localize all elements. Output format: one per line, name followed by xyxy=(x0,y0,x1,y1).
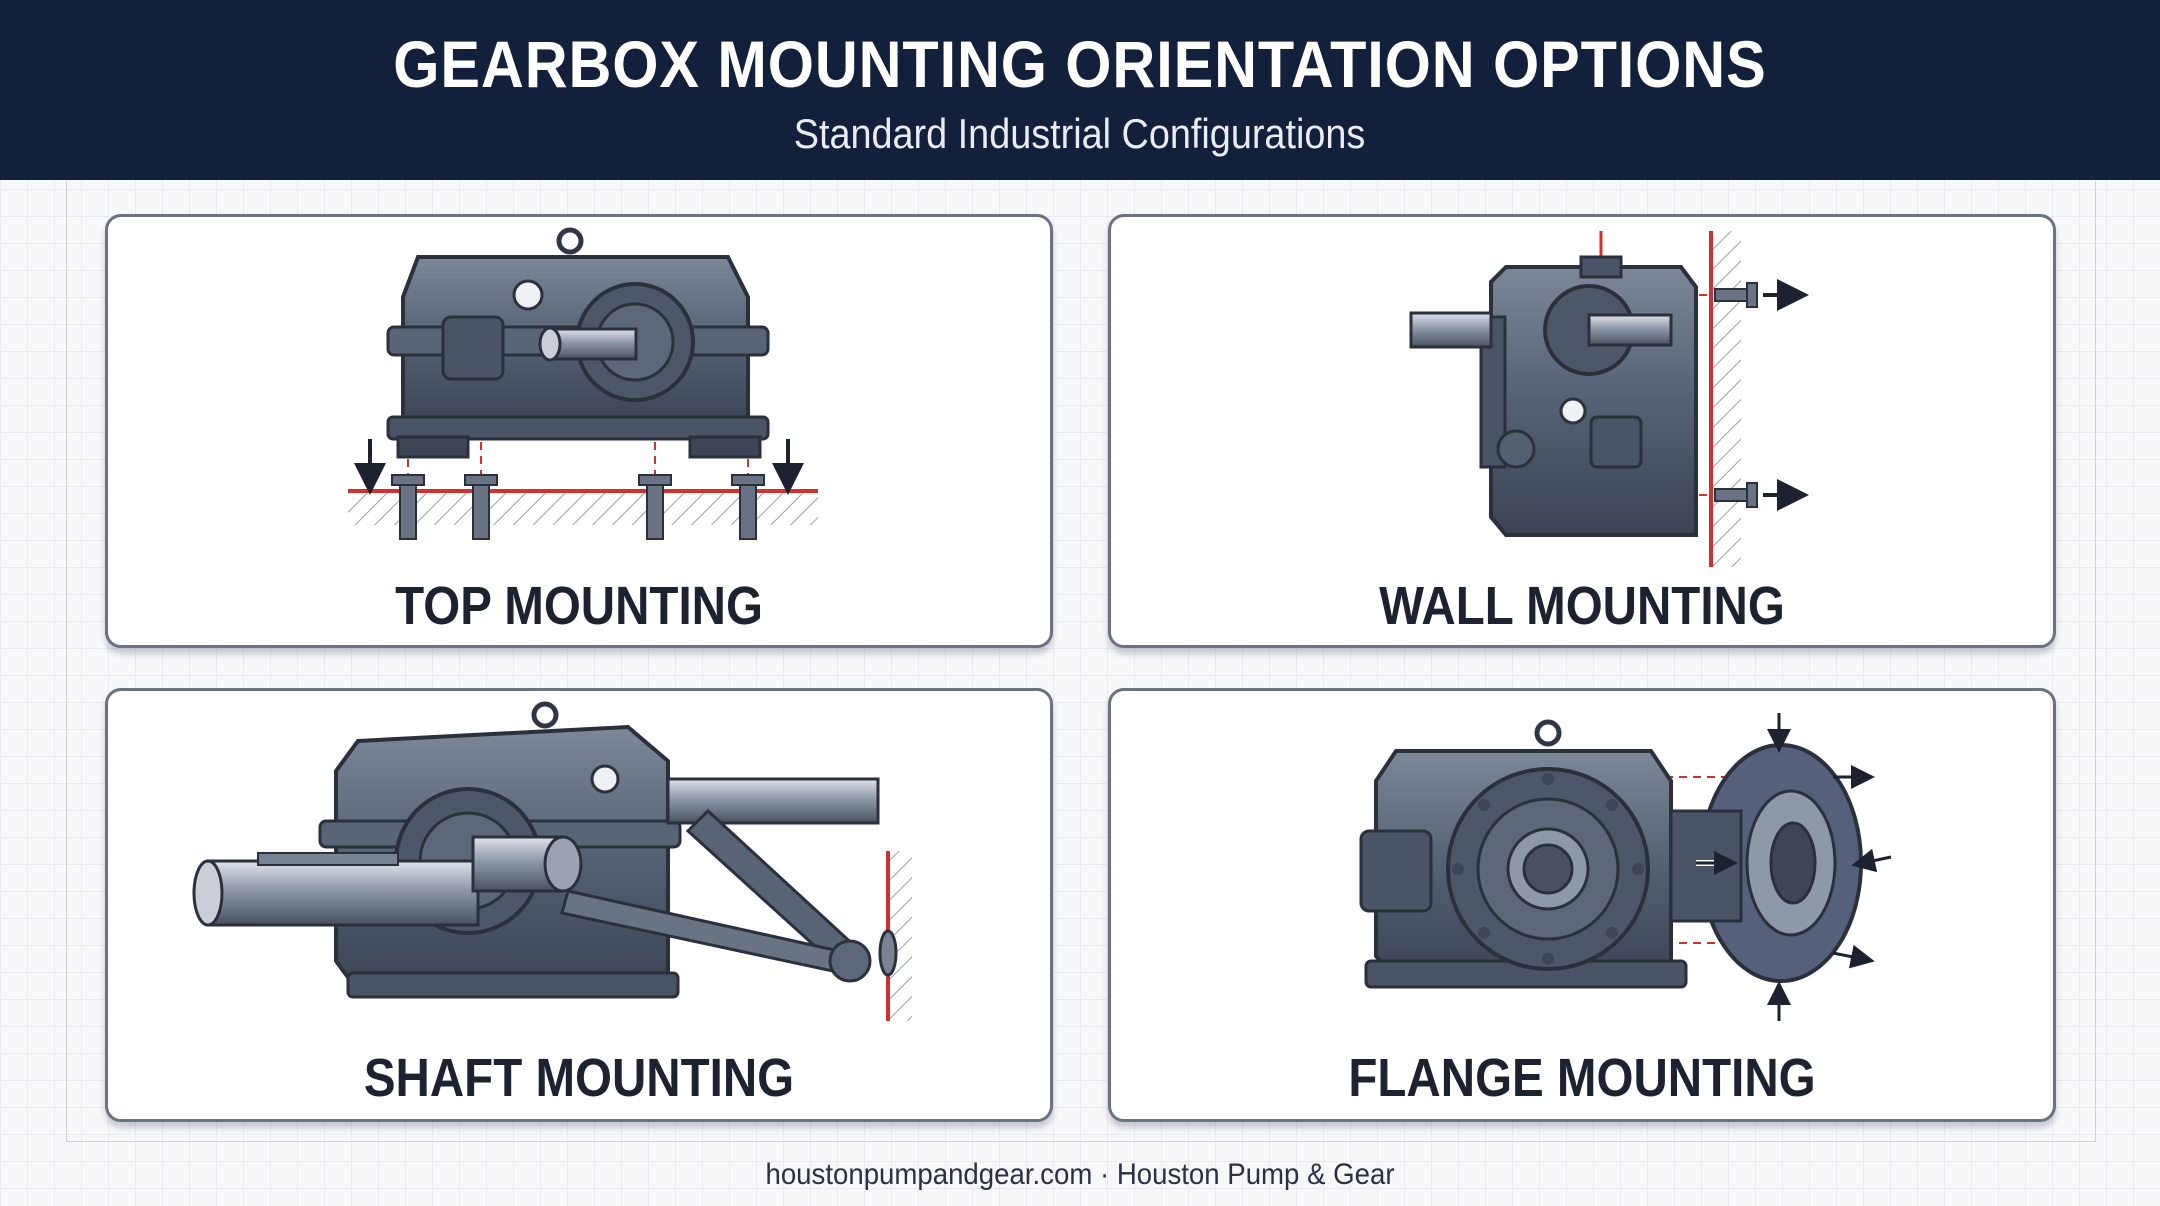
page-subtitle: Standard Industrial Configurations xyxy=(794,110,1366,157)
header: GEARBOX MOUNTING ORIENTATION OPTIONS Sta… xyxy=(0,0,2160,180)
content-frame xyxy=(66,181,2096,1142)
gearbox-shaft-mount-icon xyxy=(192,701,912,1021)
page-title: GEARBOX MOUNTING ORIENTATION OPTIONS xyxy=(393,27,1767,101)
panel-wall-mounting: WALL MOUNTING xyxy=(1108,214,2056,648)
panel-label: SHAFT MOUNTING xyxy=(363,1048,795,1108)
gearbox-top-mount-icon xyxy=(348,227,818,540)
panel-label: FLANGE MOUNTING xyxy=(1348,1048,1816,1108)
panel-flange-mounting: FLANGE MOUNTING xyxy=(1108,688,2056,1122)
panel-shaft-mounting: SHAFT MOUNTING xyxy=(105,688,1053,1122)
gearbox-wall-mount-icon xyxy=(1409,231,1809,567)
panel-top-mounting: TOP MOUNTING xyxy=(105,214,1053,648)
panel-label: TOP MOUNTING xyxy=(395,576,763,636)
footer-credit: houstonpumpandgear.com · Houston Pump & … xyxy=(765,1158,1395,1191)
panel-label: WALL MOUNTING xyxy=(1379,576,1785,636)
gearbox-flange-mount-icon xyxy=(1359,713,1892,1021)
